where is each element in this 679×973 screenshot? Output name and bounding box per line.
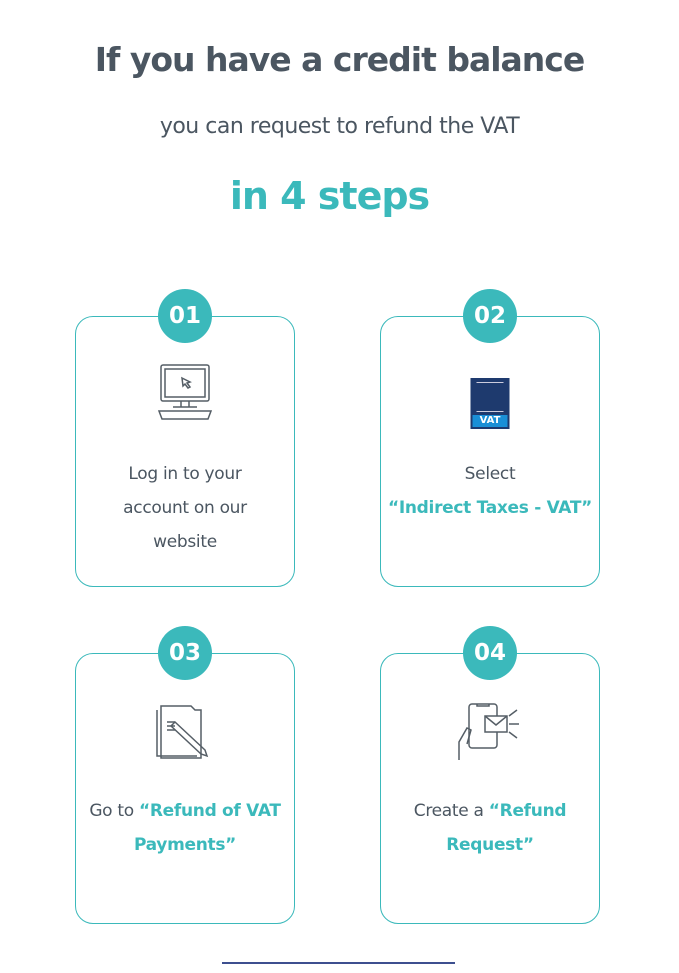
- step-text-plain: Select: [464, 464, 516, 484]
- bottom-divider: [222, 962, 455, 964]
- phone-mail-icon: [458, 703, 519, 760]
- step-card-4: 04 Create a “Refund Request”: [380, 626, 600, 924]
- step-text-highlight: “Refund of VAT Payments”: [133, 801, 281, 855]
- step-text-plain: Create a: [413, 801, 484, 821]
- step-card-2: 02 VAT Select “Indirect Taxes - VAT”: [380, 289, 600, 587]
- step-text: Select “Indirect Taxes - VAT”: [381, 457, 599, 525]
- step-text: Go to “Refund of VAT Payments”: [76, 794, 294, 862]
- step-badge: 03: [158, 626, 212, 680]
- vat-logo-icon: VAT: [470, 378, 510, 429]
- step-text: Create a “Refund Request”: [381, 794, 599, 862]
- step-text-highlight: “Indirect Taxes - VAT”: [387, 498, 593, 518]
- step-badge: 04: [463, 626, 517, 680]
- step-badge: 02: [463, 289, 517, 343]
- step-badge: 01: [158, 289, 212, 343]
- title: If you have a credit balance: [94, 40, 586, 79]
- step-card-1: 01 Log in to your account on our website: [75, 289, 295, 587]
- computer-icon: [157, 364, 213, 420]
- step-text-highlight: “Refund Request”: [446, 801, 567, 855]
- document-pen-icon: [156, 705, 209, 759]
- step-text: Log in to your account on our website: [123, 464, 247, 552]
- steps-heading: in 4 steps: [229, 174, 430, 218]
- step-card-3: 03 Go to “Refund of VAT Payments”: [75, 626, 295, 924]
- step-text-plain: Go to: [89, 801, 134, 821]
- subtitle: you can request to refund the VAT: [159, 114, 520, 139]
